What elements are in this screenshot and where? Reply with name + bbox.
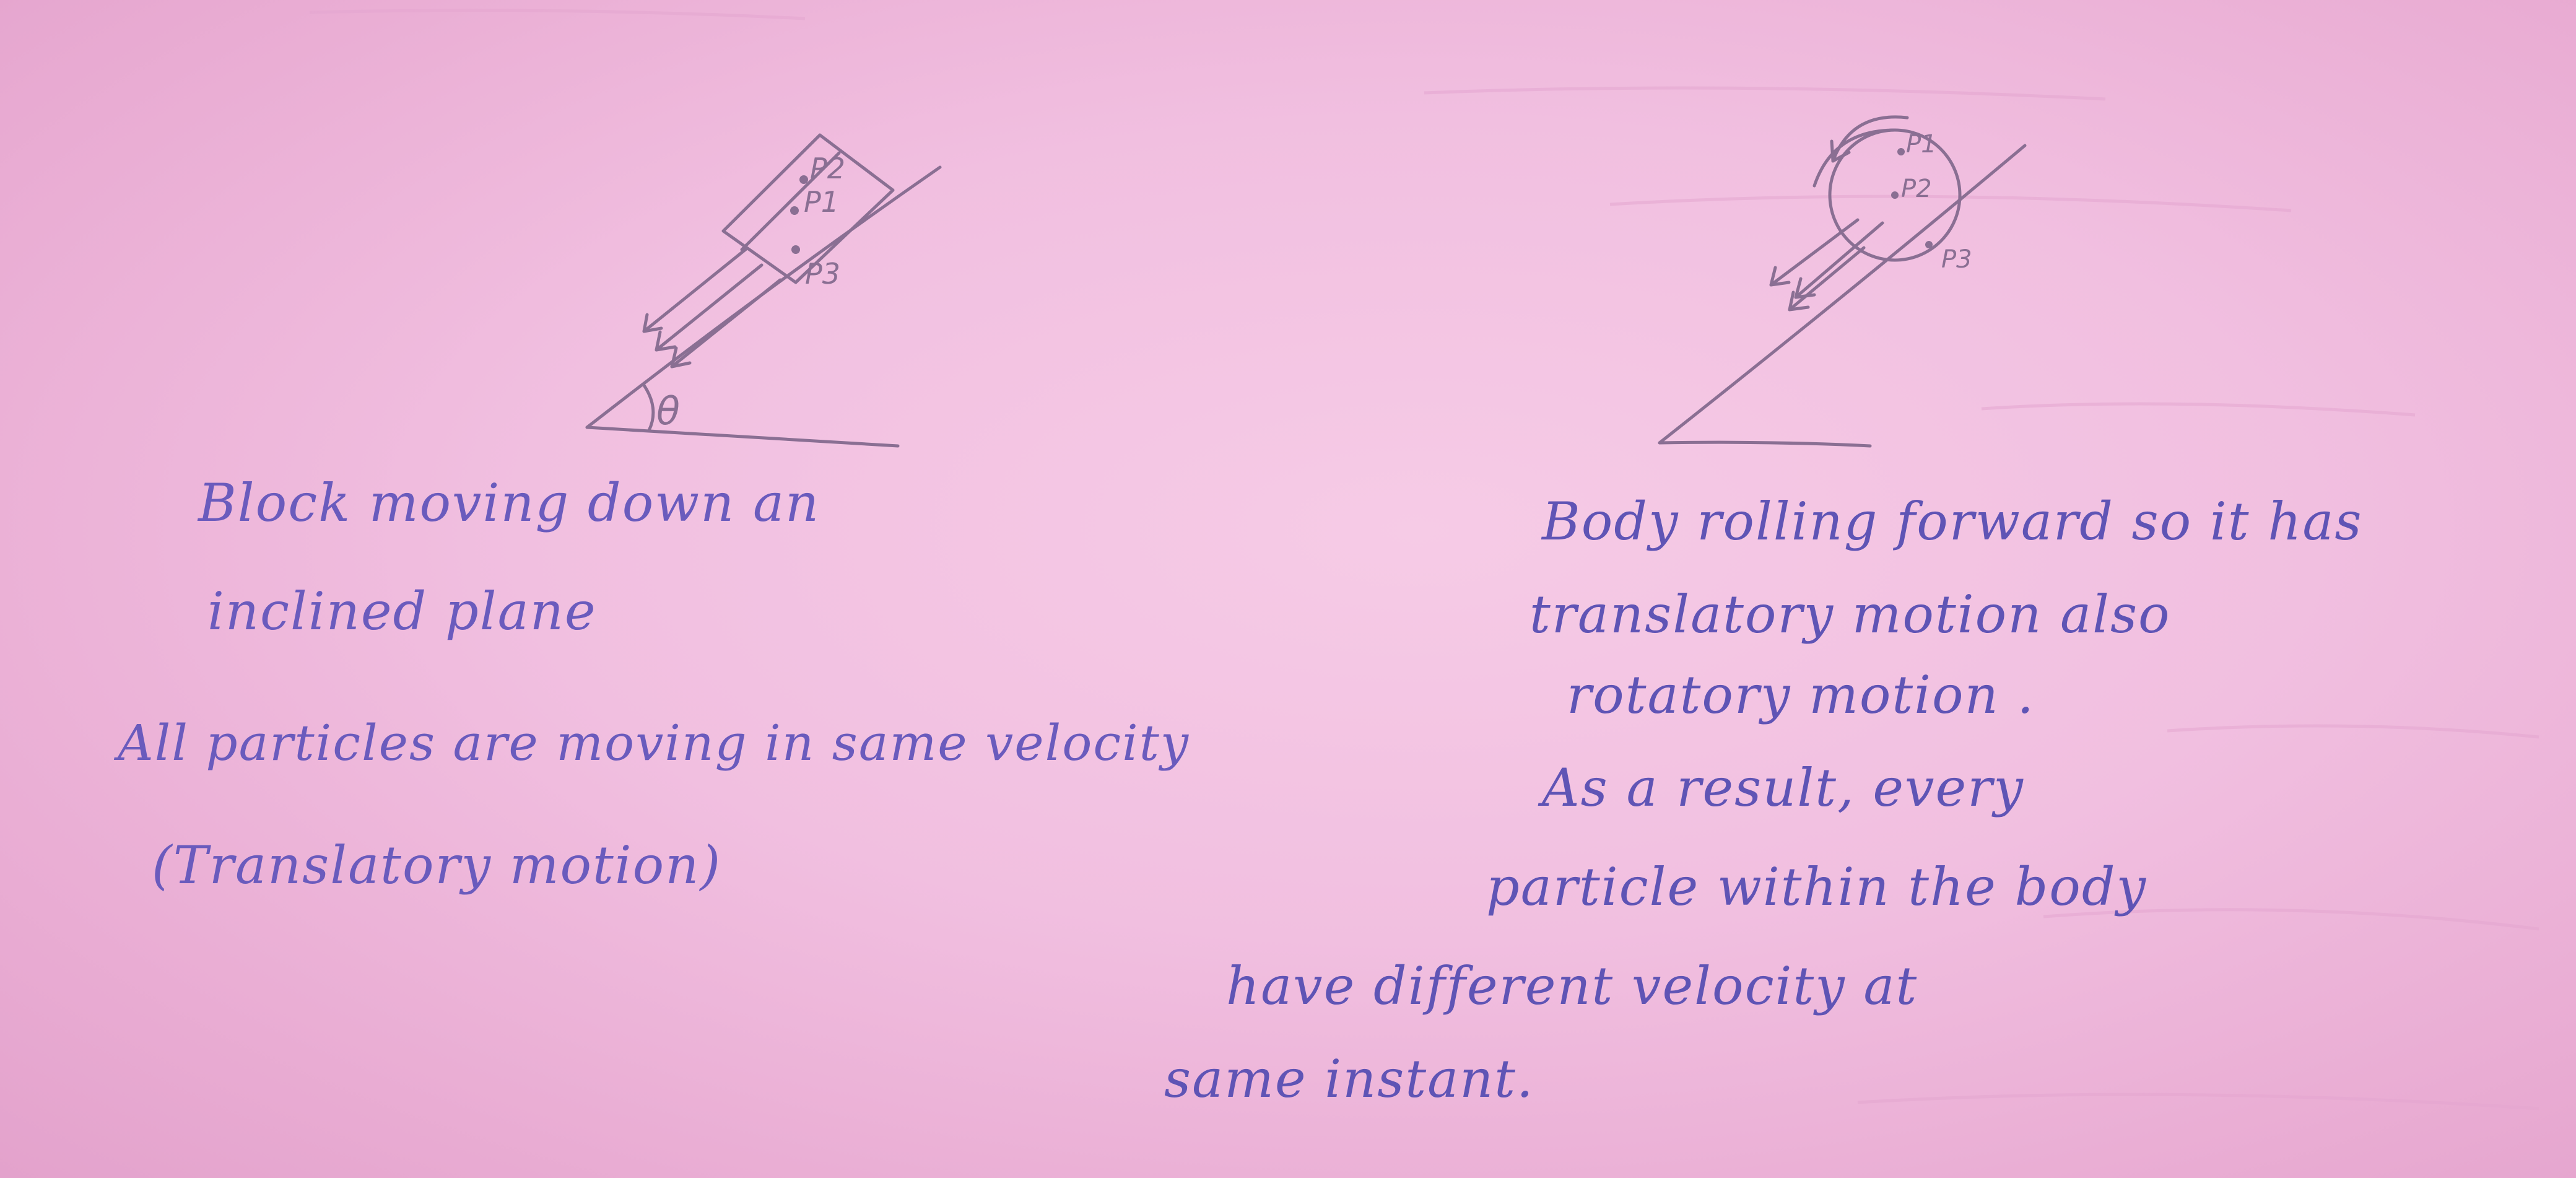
point-label-p1: P1 (804, 185, 839, 219)
ground-line (585, 425, 900, 448)
arrow-3 (642, 247, 748, 333)
point-label-p2: P2 (810, 152, 845, 185)
block-incline-figure: P2 P1 P3 θ (585, 133, 942, 448)
right-caption-line-3: rotatory motion . (1567, 665, 2035, 725)
point-label-p3: P3 (805, 257, 840, 290)
left-summary-line-2: (Translatory motion) (152, 835, 722, 896)
right-summary-line-3: have different velocity at (1226, 956, 1918, 1016)
right-caption-line-1: Body rolling forward so it has (1542, 491, 2363, 552)
right-summary-line-2: particle within the body (1486, 857, 2147, 917)
incline-line (1658, 144, 2027, 445)
right-summary-line-4: same instant. (1164, 1049, 1534, 1109)
arrow-2 (1769, 218, 1860, 287)
arrow-1 (670, 278, 782, 369)
point-label-p2: P2 (1901, 175, 1932, 203)
arrow-2 (655, 263, 764, 352)
right-summary-line-1: As a result, every (1542, 757, 2024, 818)
ground-line (1658, 440, 1872, 448)
block-outline (721, 133, 895, 284)
rotation-arrow-2 (1812, 128, 1897, 188)
arrow-1 (1794, 221, 1884, 299)
right-caption-line-2: translatory motion also (1530, 584, 2171, 645)
block-inner-line (740, 151, 841, 251)
left-caption-line-1: Block moving down an (198, 473, 820, 533)
angle-label: θ (656, 388, 680, 434)
left-caption-line-2: inclined plane (207, 581, 597, 642)
point-label-p1: P1 (1906, 130, 1937, 159)
incline-line (585, 165, 942, 429)
point-label-p3: P3 (1941, 245, 1972, 274)
angle-arc (642, 383, 655, 432)
rolling-body-figure: P1 P2 P3 (1658, 115, 2027, 448)
left-summary-line-1: All particles are moving in same velocit… (118, 714, 1190, 772)
arrow-3 (1788, 246, 1866, 312)
